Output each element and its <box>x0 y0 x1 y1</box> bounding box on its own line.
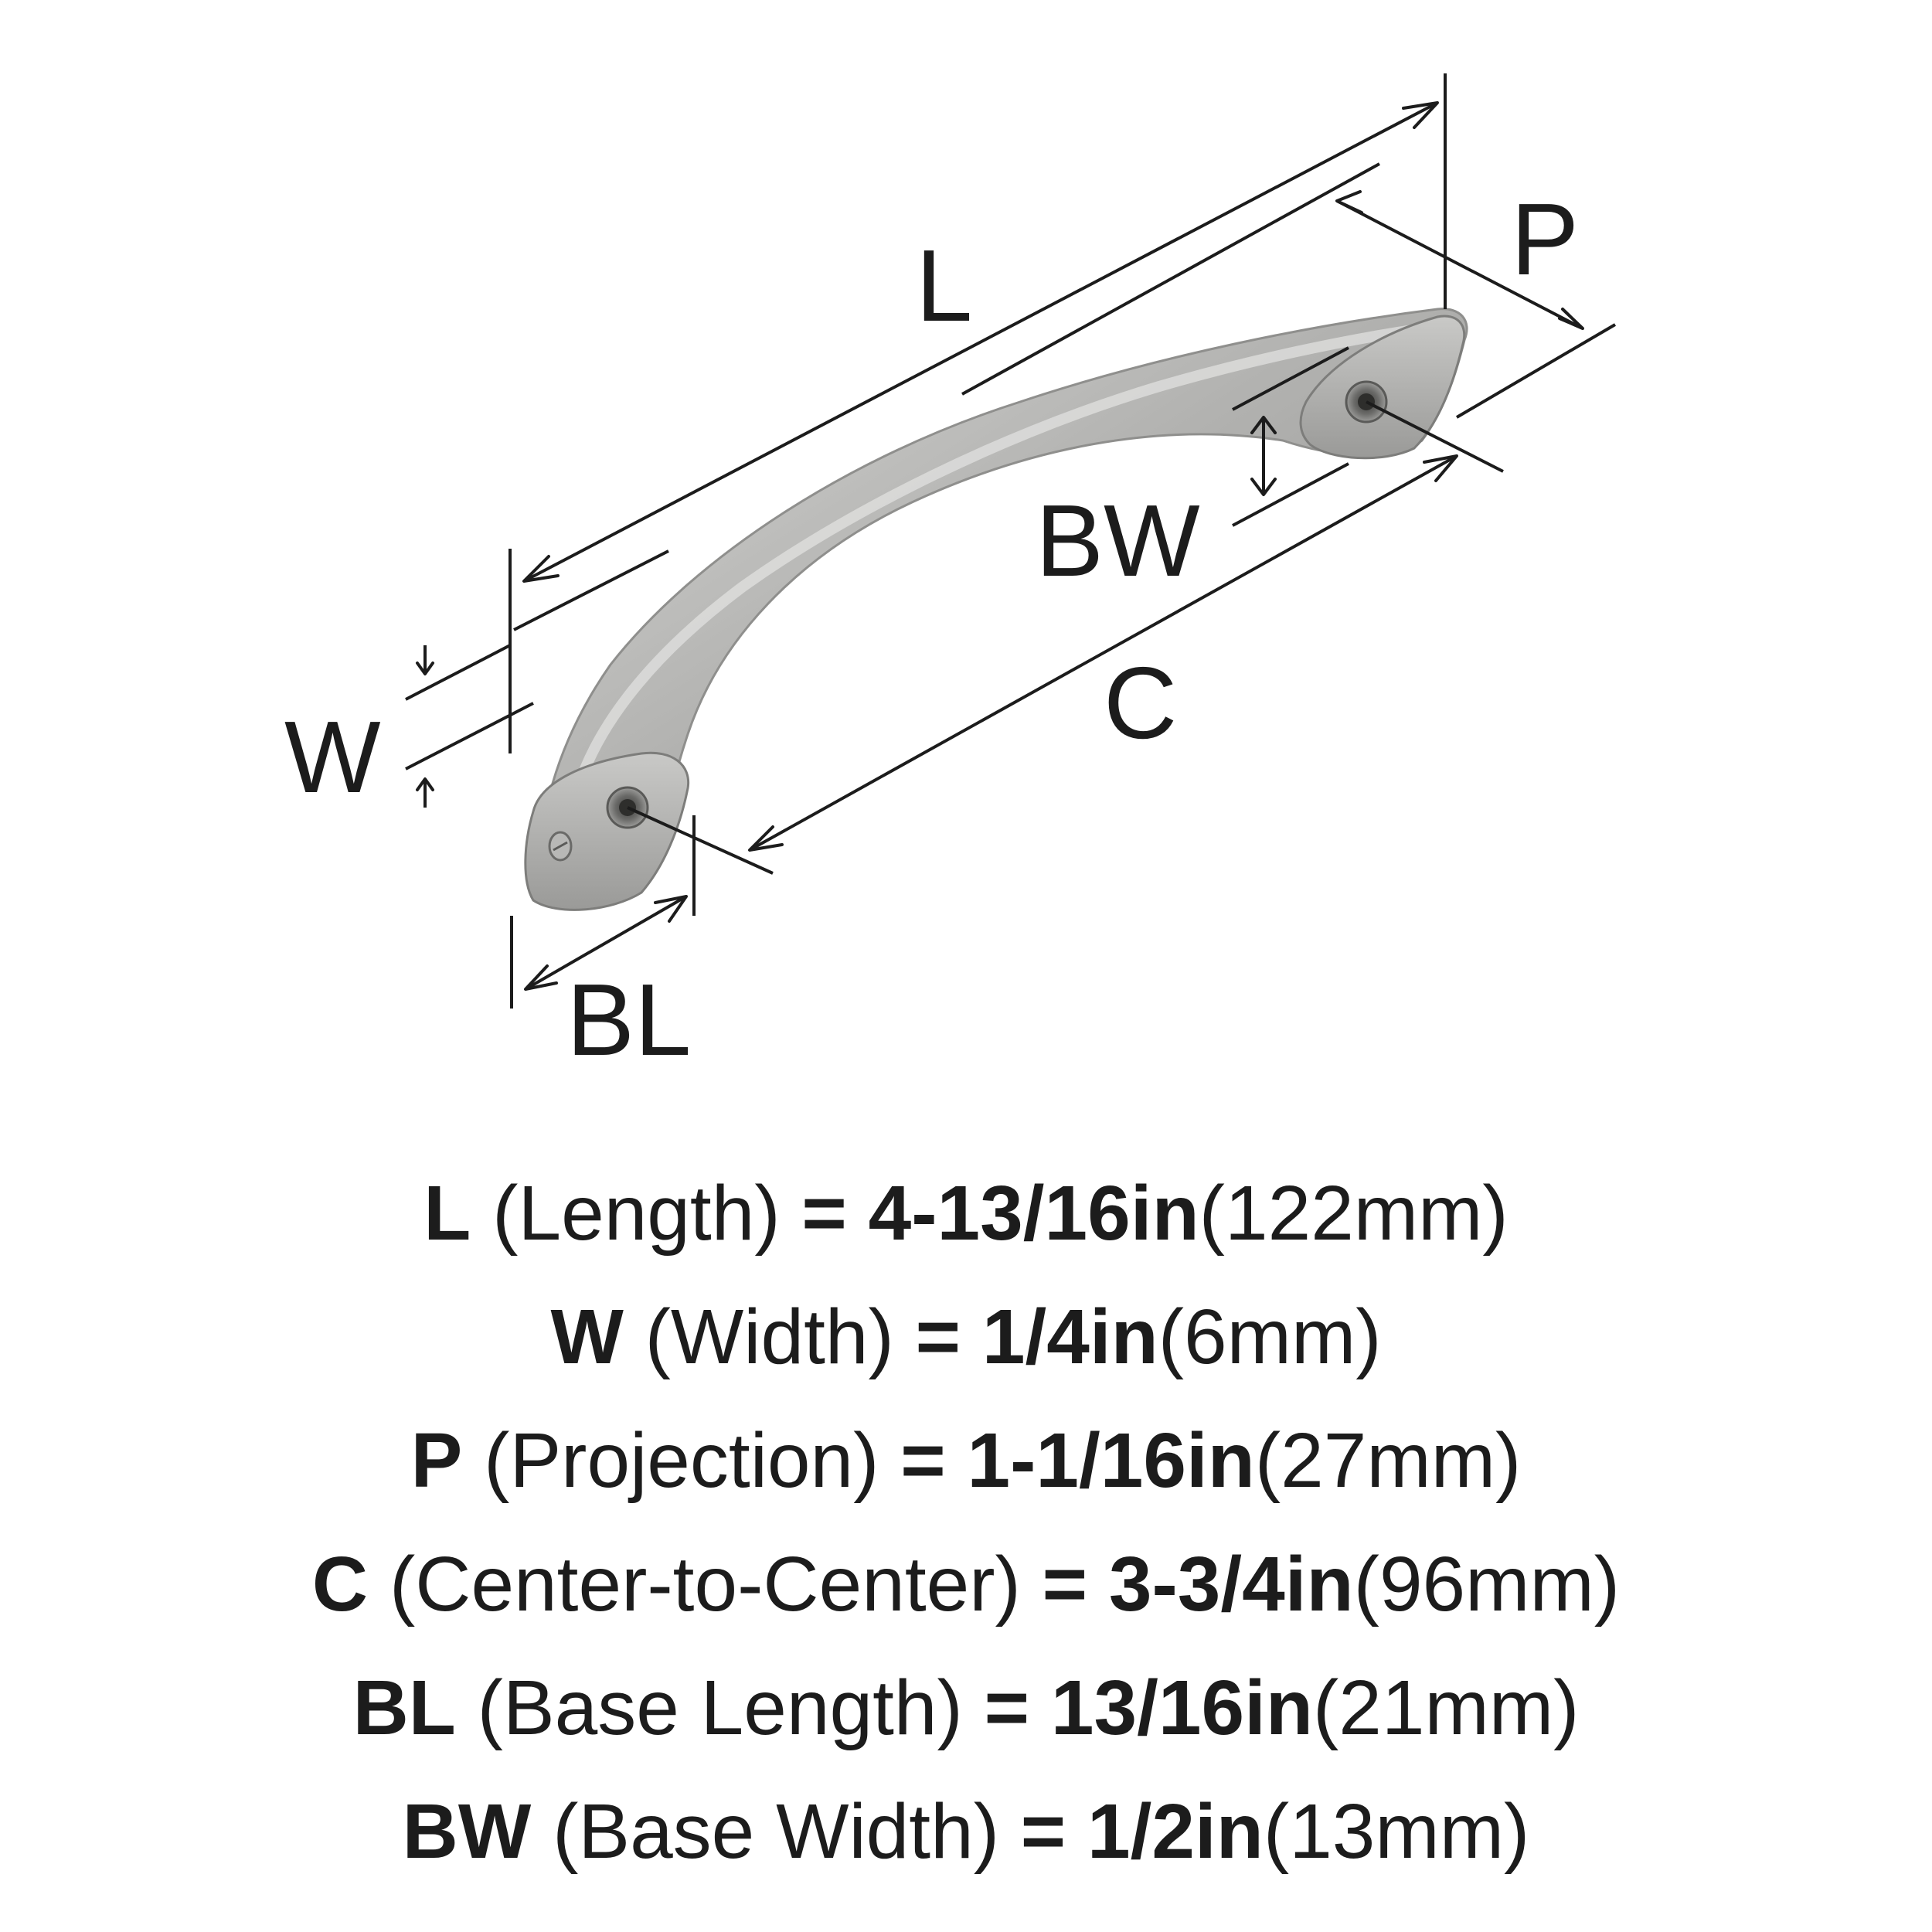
spec-length: L (Length) = 4-13/16in(122mm) <box>0 1151 1932 1275</box>
spec-center-to-center: C (Center-to-Center) = 3-3/4in(96mm) <box>0 1522 1932 1646</box>
spec-key: C <box>311 1541 369 1628</box>
spec-key: W <box>550 1294 624 1380</box>
l-dimension-line <box>523 101 1438 583</box>
label-BL: BL <box>566 963 691 1077</box>
handle-highlight <box>566 323 1427 817</box>
bl-arrow-right <box>654 895 688 923</box>
l-arrow-left <box>522 555 560 583</box>
spec-imperial-value: 1/2in <box>1087 1788 1264 1875</box>
w-extension-top <box>405 644 511 701</box>
label-C: C <box>1104 646 1177 760</box>
spec-imperial-value: 13/16in <box>1050 1665 1313 1751</box>
bl-arrow-left <box>524 964 558 991</box>
dimension-P: P <box>1335 182 1617 419</box>
spec-width: W (Width) = 1/4in(6mm) <box>0 1275 1932 1399</box>
spec-name: (Projection) <box>484 1417 879 1504</box>
bw-arrow-top <box>1250 416 1277 434</box>
spec-equals: = <box>1042 1541 1088 1628</box>
label-L: L <box>916 229 972 342</box>
spec-metric-value: (13mm) <box>1263 1788 1530 1875</box>
c-center-line-left <box>627 806 774 875</box>
spec-key: BW <box>402 1788 532 1875</box>
spec-equals: = <box>801 1170 847 1257</box>
p-arrow-bottom <box>1558 308 1584 330</box>
spec-equals: = <box>984 1665 1030 1751</box>
cabinet-pull-handle <box>524 308 1468 911</box>
spec-imperial-value: 3-3/4in <box>1108 1541 1354 1628</box>
spec-imperial-value: 4-13/16in <box>868 1170 1199 1257</box>
spec-metric-value: (21mm) <box>1312 1665 1580 1751</box>
spec-equals: = <box>900 1417 946 1504</box>
dimension-W: W <box>284 644 534 814</box>
dimension-BW: BW <box>1036 346 1349 597</box>
spec-name: (Width) <box>645 1294 894 1380</box>
bw-arrow-bottom <box>1250 478 1277 496</box>
dimension-C: C <box>627 400 1504 875</box>
spec-base-width: BW (Base Width) = 1/2in(13mm) <box>0 1770 1932 1893</box>
spec-key: P <box>410 1417 463 1504</box>
label-BW: BW <box>1036 484 1200 597</box>
left-screw-slot <box>553 841 568 852</box>
spec-imperial-value: 1/4in <box>981 1294 1158 1380</box>
p-arrow-top <box>1335 190 1363 214</box>
w-extension-bottom <box>405 702 534 770</box>
p-dimension-line <box>1336 199 1583 330</box>
l-arrow-right <box>1402 101 1439 129</box>
w-arrow-top <box>416 662 434 675</box>
bl-dimension-line <box>525 895 687 991</box>
l-guide-upper <box>961 162 1380 396</box>
spec-base-length: BL (Base Length) = 13/16in(21mm) <box>0 1646 1932 1770</box>
spec-projection: P (Projection) = 1-1/16in(27mm) <box>0 1399 1932 1522</box>
c-arrow-right <box>1423 454 1458 482</box>
spec-metric-value: (96mm) <box>1353 1541 1621 1628</box>
spec-metric-value: (27mm) <box>1254 1417 1522 1504</box>
right-base <box>1299 315 1466 460</box>
dimension-BL: BL <box>510 815 696 1077</box>
c-center-line-right <box>1366 400 1504 473</box>
spec-list: L (Length) = 4-13/16in(122mm) W (Width) … <box>0 1151 1932 1893</box>
dimension-diagram: L P BW C W <box>284 73 1617 1077</box>
spec-name: (Length) <box>492 1170 781 1257</box>
spec-name: (Base Length) <box>477 1665 963 1751</box>
bw-extension-bottom <box>1232 462 1349 527</box>
w-arrow-bottom <box>416 777 434 791</box>
label-P: P <box>1511 182 1579 296</box>
spec-name: (Base Width) <box>553 1788 999 1875</box>
spec-key: L <box>423 1170 471 1257</box>
spec-equals: = <box>1020 1788 1066 1875</box>
c-arrow-left <box>748 825 784 852</box>
spec-metric-value: (6mm) <box>1158 1294 1382 1380</box>
c-dimension-line <box>749 454 1458 852</box>
dimension-L: L <box>509 73 1447 753</box>
spec-equals: = <box>915 1294 961 1380</box>
left-base <box>524 751 690 911</box>
label-W: W <box>284 700 381 814</box>
p-extension-lower <box>1455 323 1617 419</box>
l-guide-lower <box>513 549 669 631</box>
spec-key: BL <box>352 1665 456 1751</box>
bw-extension-top <box>1232 346 1349 411</box>
spec-imperial-value: 1-1/16in <box>967 1417 1255 1504</box>
spec-metric-value: (122mm) <box>1199 1170 1509 1257</box>
spec-name: (Center-to-Center) <box>389 1541 1021 1628</box>
